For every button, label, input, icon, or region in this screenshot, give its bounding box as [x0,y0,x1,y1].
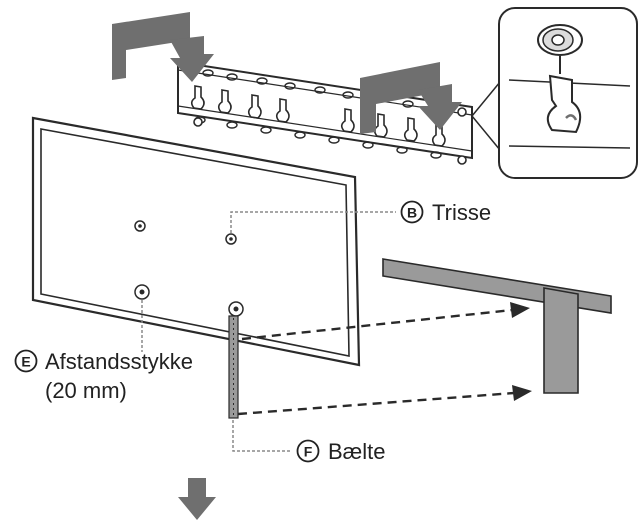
label-belt: F Bælte [296,439,385,464]
label-pulley-text: Trisse [432,200,491,225]
down-arrow-icon [178,478,216,520]
label-pulley: B Trisse [400,200,491,225]
hook-detail-inset [471,7,638,179]
leader-lines [141,211,396,452]
label-pulley-letter: B [407,205,417,221]
dashed-arrow [241,302,530,341]
down-arrow-icon [360,62,462,134]
label-spacer-letter: E [21,354,30,370]
label-spacer-text: Afstandsstykke [45,349,193,374]
support-stand [382,258,612,394]
label-belt-letter: F [304,444,313,460]
label-spacer: E Afstandsstykke (20 mm) [14,349,193,403]
belt [228,315,239,419]
down-arrow-icon [112,12,214,82]
label-belt-text: Bælte [328,439,385,464]
dashed-arrow [237,385,532,416]
label-spacer-subtext: (20 mm) [45,378,127,403]
tv-back-panel [31,116,361,367]
